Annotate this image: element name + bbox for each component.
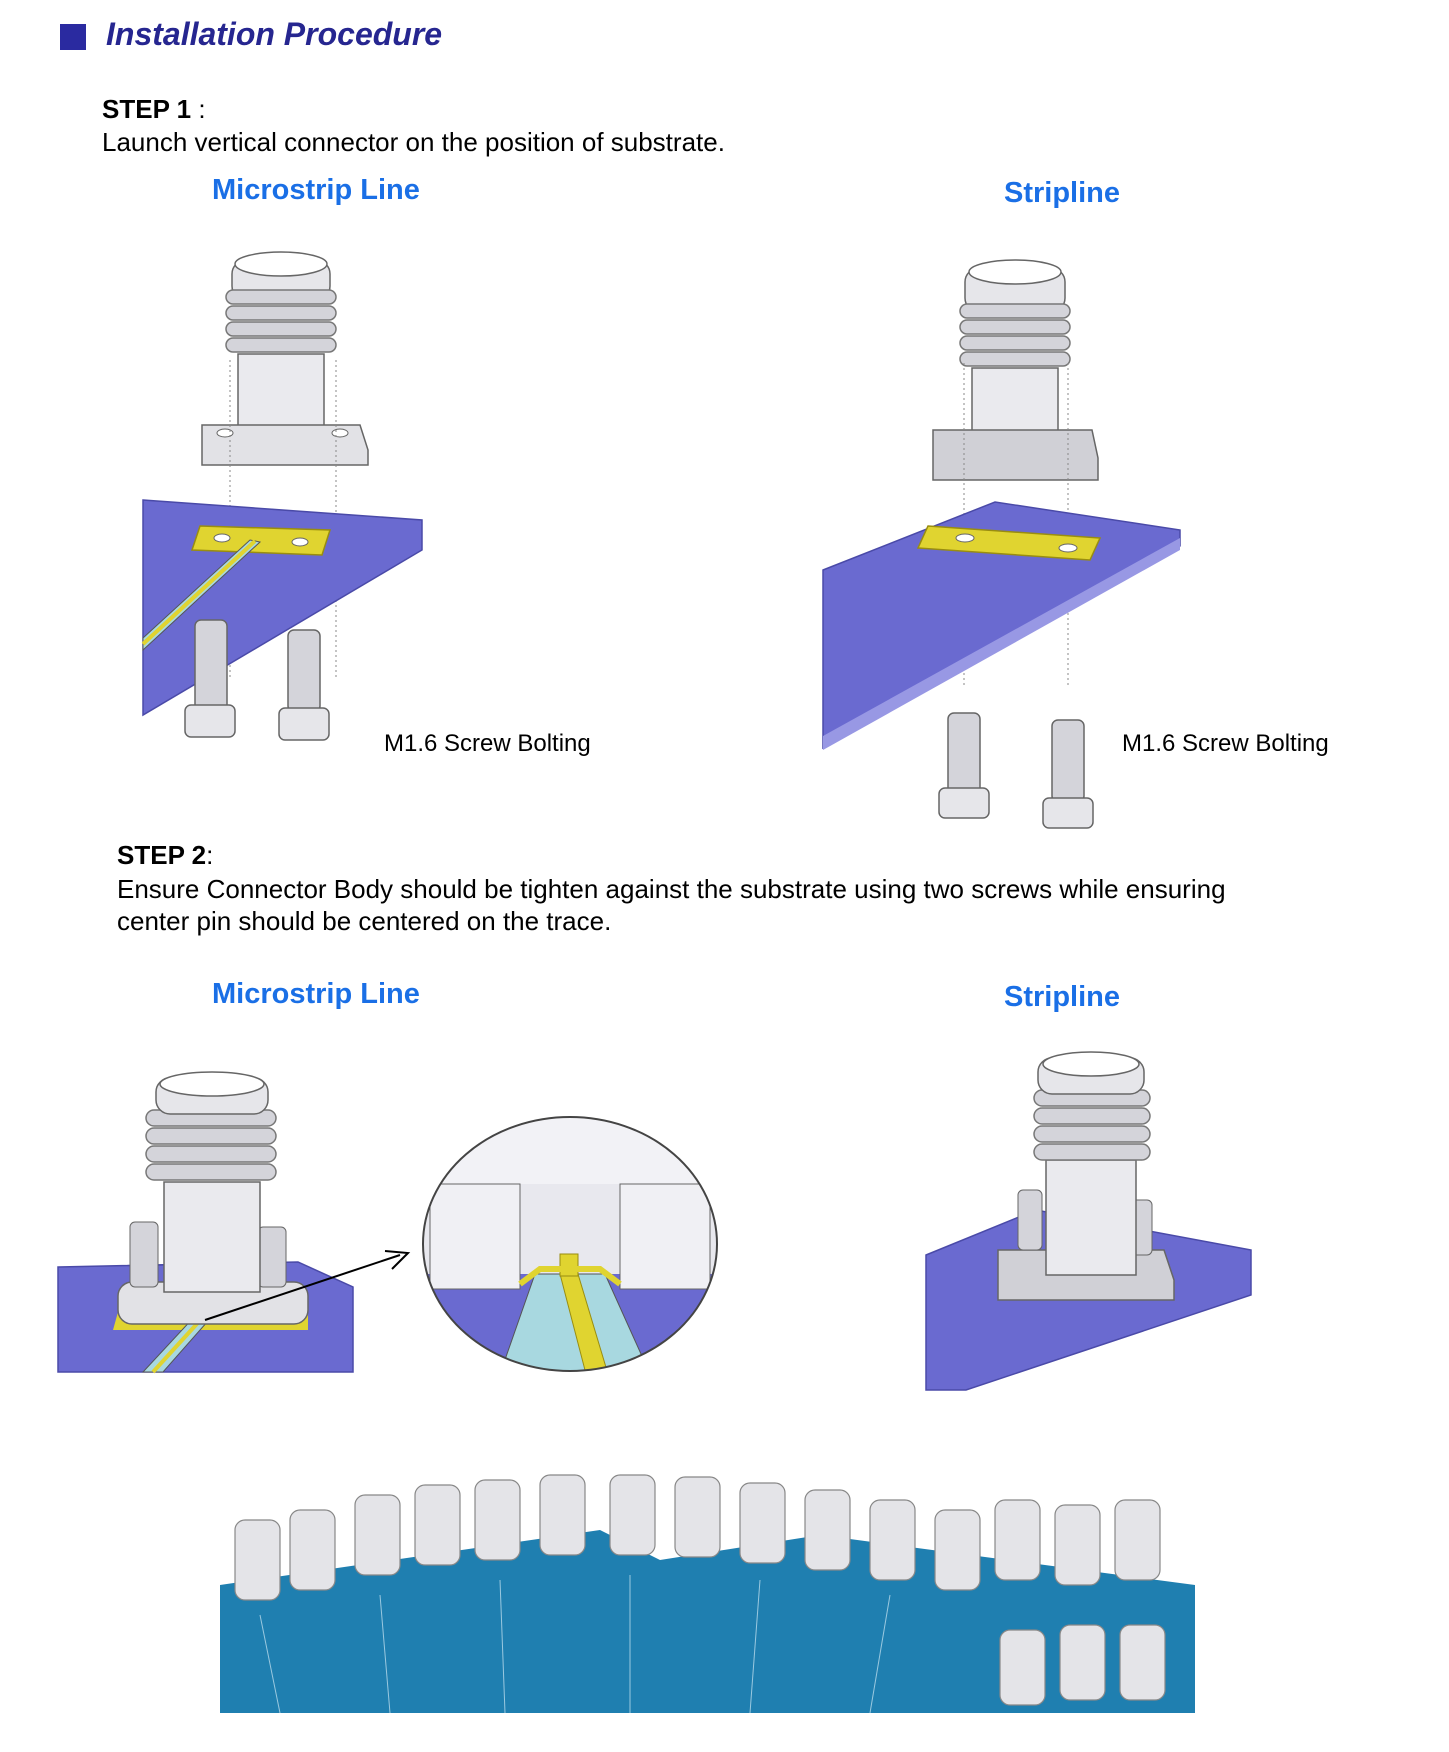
step2-text-line2: center pin should be centered on the tra… <box>117 906 612 936</box>
step2-text-line1: Ensure Connector Body should be tighten … <box>117 874 1226 904</box>
step1-label: STEP 1 <box>102 94 192 124</box>
step2-heading: STEP 2: <box>117 840 213 871</box>
step2-separator: : <box>206 840 214 870</box>
step1-right-caption: M1.6 Screw Bolting <box>1122 730 1329 757</box>
step1-left-caption: M1.6 Screw Bolting <box>384 730 591 757</box>
step2-label: STEP 2 <box>117 840 207 870</box>
step1-separator: : <box>191 94 206 124</box>
page-title: Installation Procedure <box>106 16 443 52</box>
step1-text: Launch vertical connector on the positio… <box>102 127 725 157</box>
step2-microstrip-title: Microstrip Line <box>212 978 420 1010</box>
connectors-board-photo <box>220 1474 1195 1714</box>
step1-stripline-title: Stripline <box>1004 177 1121 209</box>
step2-zoom-detail <box>422 1116 718 1372</box>
step2-microstrip-illustration <box>57 1071 354 1374</box>
title-square-bullet-icon <box>60 24 86 50</box>
step1-microstrip-title: Microstrip Line <box>212 174 420 206</box>
step2-stripline-title: Stripline <box>1004 981 1121 1013</box>
step1-microstrip-illustration <box>141 251 423 741</box>
step2-stripline-illustration <box>925 1051 1252 1391</box>
zoom-arrow-icon <box>204 1250 411 1321</box>
step1-heading: STEP 1 : <box>102 94 206 125</box>
step1-stripline-illustration <box>822 259 1181 829</box>
